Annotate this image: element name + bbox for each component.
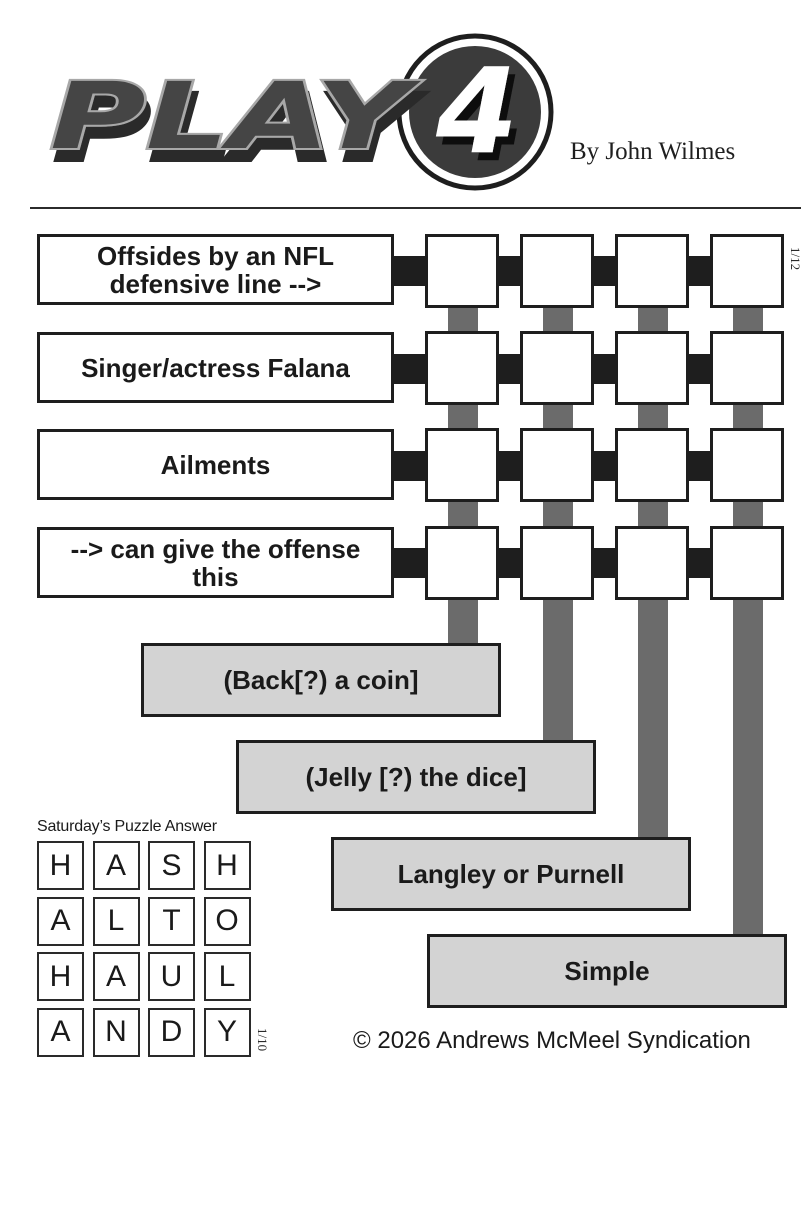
previous-answer-letter: Y [203, 1007, 251, 1057]
column-clue-1: (Back[?) a coin] [141, 643, 501, 717]
header-divider [30, 207, 801, 209]
answer-cell-r4c4[interactable] [710, 526, 784, 600]
answer-cell-r1c1[interactable] [425, 234, 499, 308]
puzzle-date-stamp: 1/12 [788, 247, 801, 271]
previous-answer-letter: L [92, 896, 140, 946]
row-clue-4: --> can give the offense this [37, 527, 394, 598]
logo-text: PLAY [50, 63, 422, 170]
previous-answer-letter: D [148, 1007, 195, 1057]
previous-answer-letter: U [148, 952, 195, 1001]
row-clue-2: Singer/actress Falana [37, 332, 394, 403]
previous-answer-letter: H [37, 952, 84, 1001]
copyright-notice: © 2026 Andrews McMeel Syndication [353, 1027, 751, 1054]
previous-answer-letter: N [92, 1007, 140, 1057]
previous-answer-letter: H [37, 841, 84, 890]
previous-answer-title: Saturday’s Puzzle Answer [37, 818, 217, 835]
previous-answer-letter: H [203, 841, 251, 890]
byline: By John Wilmes [570, 138, 736, 165]
answer-cell-r1c4[interactable] [710, 234, 784, 308]
previous-answer-letter: S [148, 841, 195, 890]
answer-cell-r3c1[interactable] [425, 428, 499, 502]
answer-cell-r2c3[interactable] [615, 331, 689, 405]
column-clue-2: (Jelly [?) the dice] [236, 740, 596, 814]
previous-answer-letter: A [37, 896, 84, 946]
answer-cell-r2c2[interactable] [520, 331, 594, 405]
previous-answer-letter: L [203, 952, 251, 1001]
answer-cell-r3c3[interactable] [615, 428, 689, 502]
previous-answer-letter: O [203, 896, 251, 946]
answer-cell-r1c3[interactable] [615, 234, 689, 308]
answer-cell-r3c4[interactable] [710, 428, 784, 502]
play4-logo: PLAY 4 [40, 30, 570, 195]
answer-cell-r3c2[interactable] [520, 428, 594, 502]
previous-answer-letter: T [148, 896, 195, 946]
previous-answer-letter: A [92, 952, 140, 1001]
previous-answer-date-stamp: 1/10 [255, 1028, 270, 1052]
answer-cell-r2c1[interactable] [425, 331, 499, 405]
row-clue-1: Offsides by an NFL defensive line --> [37, 234, 394, 305]
answer-cell-r4c2[interactable] [520, 526, 594, 600]
answer-cell-r2c4[interactable] [710, 331, 784, 405]
row-clue-3: Ailments [37, 429, 394, 500]
previous-answer-letter: A [37, 1007, 84, 1057]
answer-cell-r1c2[interactable] [520, 234, 594, 308]
logo-number: 4 [435, 42, 518, 180]
column-clue-4: Simple [427, 934, 787, 1008]
previous-answer-letter: A [92, 841, 140, 890]
column-connector [733, 300, 763, 937]
answer-cell-r4c1[interactable] [425, 526, 499, 600]
column-clue-3: Langley or Purnell [331, 837, 691, 911]
answer-cell-r4c3[interactable] [615, 526, 689, 600]
